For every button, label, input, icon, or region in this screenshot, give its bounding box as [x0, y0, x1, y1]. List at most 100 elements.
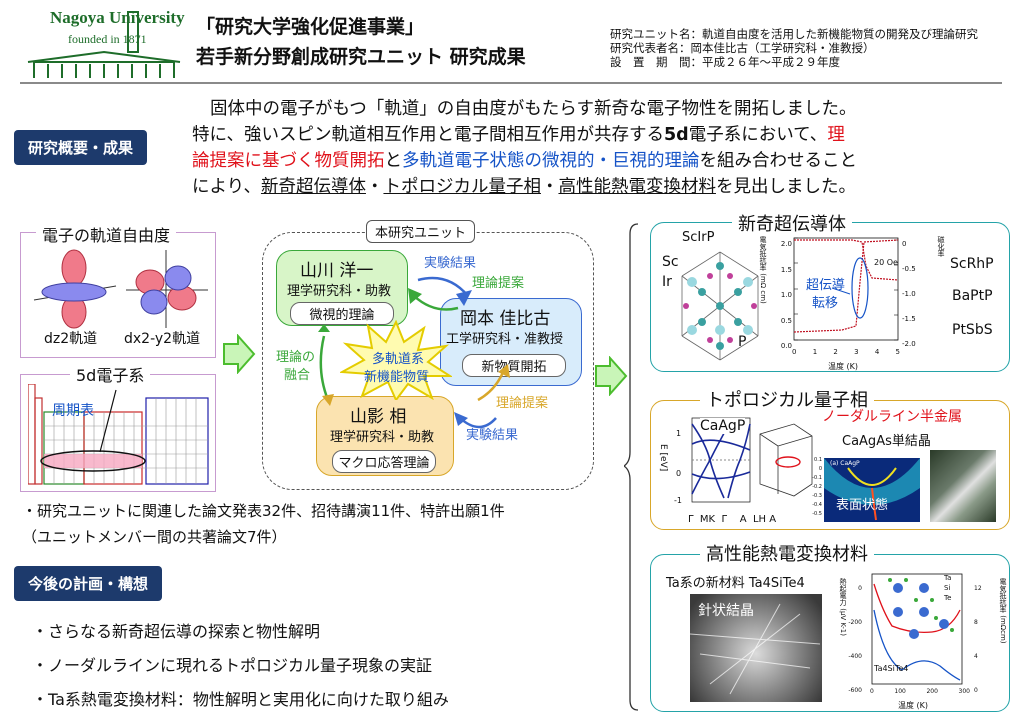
- sc-y2tick: -2.0: [902, 340, 916, 348]
- topo-ytick: 1: [676, 429, 682, 438]
- unit-fusion-2: 融合: [284, 368, 311, 383]
- sc-xlabel: 温度 (K): [828, 362, 859, 371]
- summary-line-1: 固体中の電子がもつ「軌道」の自由度がもたらす新奇な電子物性を開拓しました。: [210, 99, 857, 119]
- unit-theory-proposal-1: 理論提案: [472, 276, 525, 291]
- te-xtick: 200: [926, 688, 938, 695]
- te-plot: [871, 573, 963, 685]
- plan-tag: 今後の計画・構想: [14, 566, 163, 601]
- meta-leader: 研究代表者名：岡本佳比古（工学研究科・准教授）: [610, 41, 875, 55]
- orbital-drawings: [33, 249, 208, 329]
- te-title: 高性能熱電変換材料: [700, 540, 874, 566]
- orbital-dz2-label: dz2軌道: [44, 331, 98, 347]
- sc-other-2: BaPtP: [952, 288, 993, 304]
- sc-y2tick: -1.0: [902, 290, 916, 298]
- sc-atom-p: P: [738, 334, 747, 350]
- system-title: 5d電子系: [70, 362, 151, 386]
- te-needle-lines: [690, 603, 821, 695]
- topo-etick: -0.1: [812, 475, 822, 481]
- orbital-title: 電子の軌道自由度: [36, 222, 177, 246]
- topo-title: トポロジカル量子相: [700, 386, 874, 412]
- topo-crystal-label: CaAgAs単結晶: [842, 434, 931, 449]
- page-title-1: 「研究大学強化促進事業」: [196, 16, 425, 38]
- unit-theory-proposal-2: 理論提案: [496, 396, 549, 411]
- summary-l4c: ・: [365, 177, 384, 197]
- summary-l2a: 特に、強いスピン軌道相互作用と電子間相互作用が共存する: [192, 125, 664, 145]
- summary-l2d: 理: [827, 125, 845, 145]
- summary-l4a: により、: [192, 177, 261, 197]
- topo-etick: -0.4: [812, 502, 822, 508]
- topo-ytick: 0: [676, 469, 682, 478]
- page-title-2: 若手新分野創成研究ユニット 研究成果: [196, 46, 526, 68]
- summary-line-3: 論提案に基づく物質開拓と多軌道電子状態の微視的・巨視的理論を組み合わせること: [192, 148, 1010, 174]
- orbital-dx2y2-label: dx2-y2軌道: [124, 331, 201, 347]
- summary-l4e: ・: [540, 177, 559, 197]
- te-xtick: 0: [870, 688, 874, 695]
- te-ylabel: 熱起電力 (μV K-1): [839, 578, 847, 636]
- te-legend-si: Si: [944, 584, 951, 592]
- sc-compound: ScIrP: [682, 230, 715, 245]
- sc-ytick: 1.0: [780, 291, 792, 299]
- summary-l3d: を組み合わせること: [699, 151, 858, 171]
- university-name: Nagoya University: [50, 8, 185, 27]
- sc-xtick: 5: [895, 348, 900, 356]
- sc-crystal-graphic: [681, 251, 759, 361]
- sc-other-1: ScRhP: [950, 256, 994, 272]
- topo-crystal-photo: [930, 450, 996, 522]
- sc-field-label: 20 Oe: [874, 258, 898, 267]
- sc-plot: [793, 237, 899, 341]
- okamoto-name: 岡本 佳比古: [460, 309, 551, 329]
- summary-line-2: 特に、強いスピン軌道相互作用と電子間相互作用が共存する5d電子系において、理: [192, 122, 1010, 148]
- sc-xtick: 1: [812, 348, 818, 356]
- plan-item-1: ・さらなる新奇超伝導の探索と物性解明: [32, 622, 321, 641]
- periodic-table-label: 周期表: [52, 403, 94, 419]
- summary-5d: 5d: [663, 125, 689, 145]
- topo-band-plot: [691, 417, 813, 503]
- topo-nodal-label: ノーダルライン半金属: [822, 409, 962, 425]
- yamakage-affiliation: 理学研究科・助教: [330, 430, 435, 445]
- stats-line-2: （ユニットメンバー間の共著論文7件）: [22, 528, 287, 546]
- topo-etick: -0.3: [812, 493, 822, 499]
- sc-ytick: 2.0: [780, 240, 792, 248]
- te-ytick: 0: [858, 585, 862, 592]
- topo-ylabel: E [eV]: [658, 444, 668, 472]
- unit-arrows: [318, 276, 510, 429]
- center-label-1: 多軌道系: [372, 352, 425, 367]
- topo-compound: CaAgP: [700, 418, 746, 434]
- center-label-2: 新機能物質: [364, 370, 430, 385]
- sc-y2ticks: 0-0.5-1.0-1.5-2.0: [902, 232, 916, 357]
- arrow-right-icon: [223, 334, 256, 374]
- te-subtitle: Ta系の新材料 Ta4SiTe4: [666, 576, 805, 591]
- summary-tag: 研究概要・成果: [14, 130, 148, 165]
- summary-l3a: 論提案に基づく物質開拓: [192, 151, 385, 171]
- okamoto-affiliation: 工学研究科・准教授: [446, 332, 564, 347]
- sc-xtick: 4: [874, 348, 880, 356]
- stats-line-1: ・研究ユニットに関連した論文発表32件、招待講演11件、特許出願1件: [22, 502, 505, 520]
- te-y2tick: 4: [974, 653, 978, 660]
- plan-item-3: ・Ta系熱電変換材料：物性解明と実用化に向けた取り組み: [32, 690, 449, 709]
- summary-l4g: を見出しました。: [715, 177, 856, 197]
- topo-etick: -0.2: [812, 484, 822, 490]
- periodic-table-graphic: [28, 384, 209, 485]
- sc-y2tick: 0: [902, 240, 907, 248]
- summary-text: 固体中の電子がもつ「軌道」の自由度がもたらす新奇な電子物性を開拓しました。 特に…: [192, 96, 1010, 200]
- te-xtick: 100: [894, 688, 906, 695]
- summary-l2c: 電子系において、: [688, 125, 828, 145]
- te-y2tick: 12: [974, 585, 982, 592]
- meta-period: 設 置 期 間：平成２６年〜平成２９年度: [610, 55, 840, 69]
- sc-ytick: 0.5: [780, 316, 792, 325]
- sc-y2tick: -0.5: [902, 265, 916, 273]
- arrow-right-icon: [595, 356, 628, 396]
- starburst-graphic: [340, 320, 452, 400]
- sc-ylabel: 電気抵抗率 (mΩ cm): [759, 236, 767, 304]
- topo-small-label: (a) CaAgP: [830, 460, 860, 467]
- header-divider: [20, 82, 1002, 84]
- meta-unit-name: 研究ユニット名：軌道自由度を活用した新機能物質の開発及び理論研究: [610, 27, 978, 41]
- yamakage-name: 山影 相: [350, 407, 407, 427]
- plan-item-2: ・ノーダルラインに現れるトポロジカル量子現象の実証: [32, 656, 433, 675]
- te-yticks: 0-200-400-600: [848, 572, 862, 708]
- te-compound: Ta4SiTe4: [874, 664, 909, 673]
